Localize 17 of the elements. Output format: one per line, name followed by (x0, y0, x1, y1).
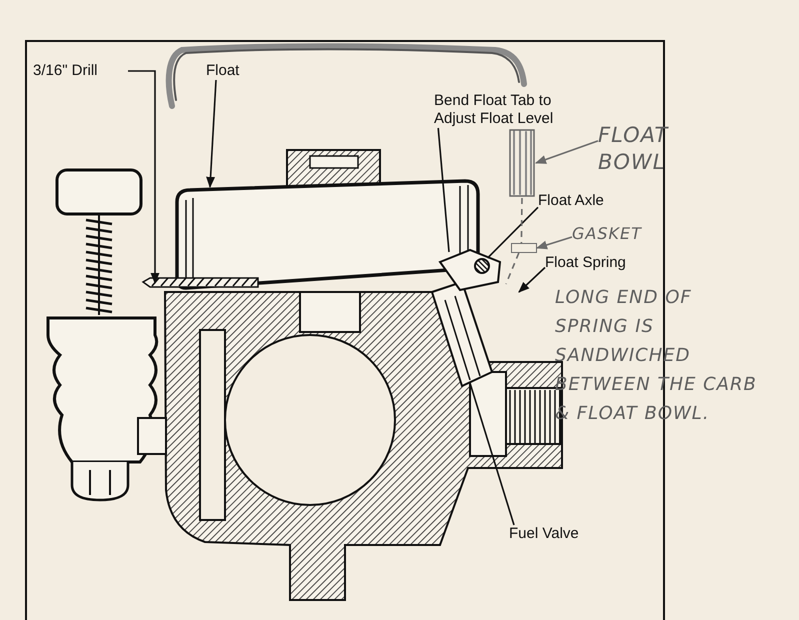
part-label: 3/16" Drill (33, 62, 128, 80)
part-label: Fuel Valve (509, 525, 609, 543)
leader-line (518, 266, 546, 293)
leader-line (206, 80, 217, 188)
part-label: Float Axle (538, 192, 648, 210)
instruction-label: Bend Float Tab to Adjust Float Level (434, 92, 574, 128)
arrow (536, 236, 572, 250)
part-label: Float (206, 62, 256, 80)
leader-line (437, 128, 450, 252)
part-label: Float Spring (545, 254, 655, 272)
float-bowl-sketch (508, 128, 536, 198)
leader-line (505, 252, 520, 284)
leader-line (128, 70, 160, 284)
handwritten-note: GASKET (572, 224, 667, 244)
leader-line (469, 382, 515, 526)
arrow (534, 140, 598, 164)
gasket-sketch (511, 243, 537, 253)
